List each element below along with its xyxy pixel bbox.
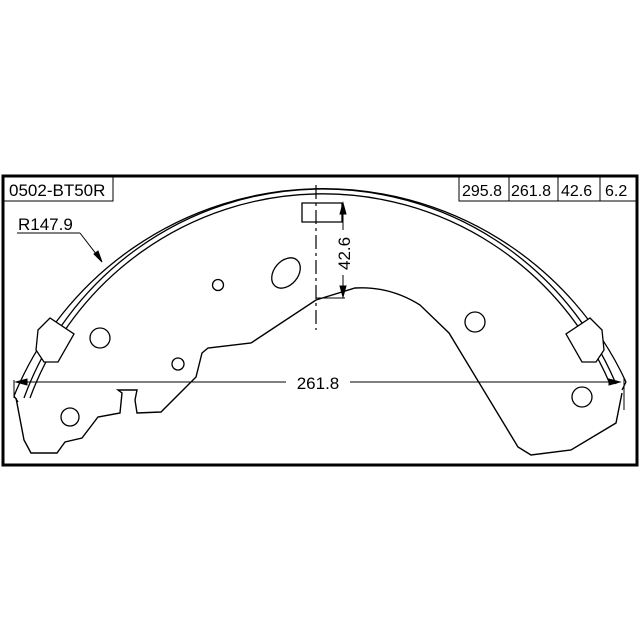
width-dimension [13, 378, 625, 410]
hole [464, 311, 486, 333]
hole [171, 357, 185, 371]
holes [60, 257, 593, 427]
height-dimension-label: 42.6 [335, 237, 354, 270]
spec-diameter: 295.8 [462, 183, 502, 200]
radius-label: R147.9 [18, 215, 73, 234]
spec-width: 261.8 [511, 183, 551, 200]
hole [60, 407, 80, 427]
slot-hole [271, 257, 301, 289]
height-dimension [316, 201, 347, 299]
spec-table: 295.8 261.8 42.6 6.2 [458, 176, 637, 202]
part-number-box [3, 176, 114, 202]
hole [571, 386, 593, 408]
spec-thickness: 6.2 [605, 183, 627, 200]
width-dimension-label: 261.8 [297, 374, 340, 393]
hole [89, 327, 111, 349]
spec-height: 42.6 [561, 183, 592, 200]
lining-pads [35, 202, 605, 363]
radius-leader [17, 232, 103, 263]
drawing-frame [1, 174, 639, 467]
hole [211, 278, 225, 292]
part-number: 0502-BT50R [9, 181, 105, 200]
shoe-web [15, 287, 623, 456]
